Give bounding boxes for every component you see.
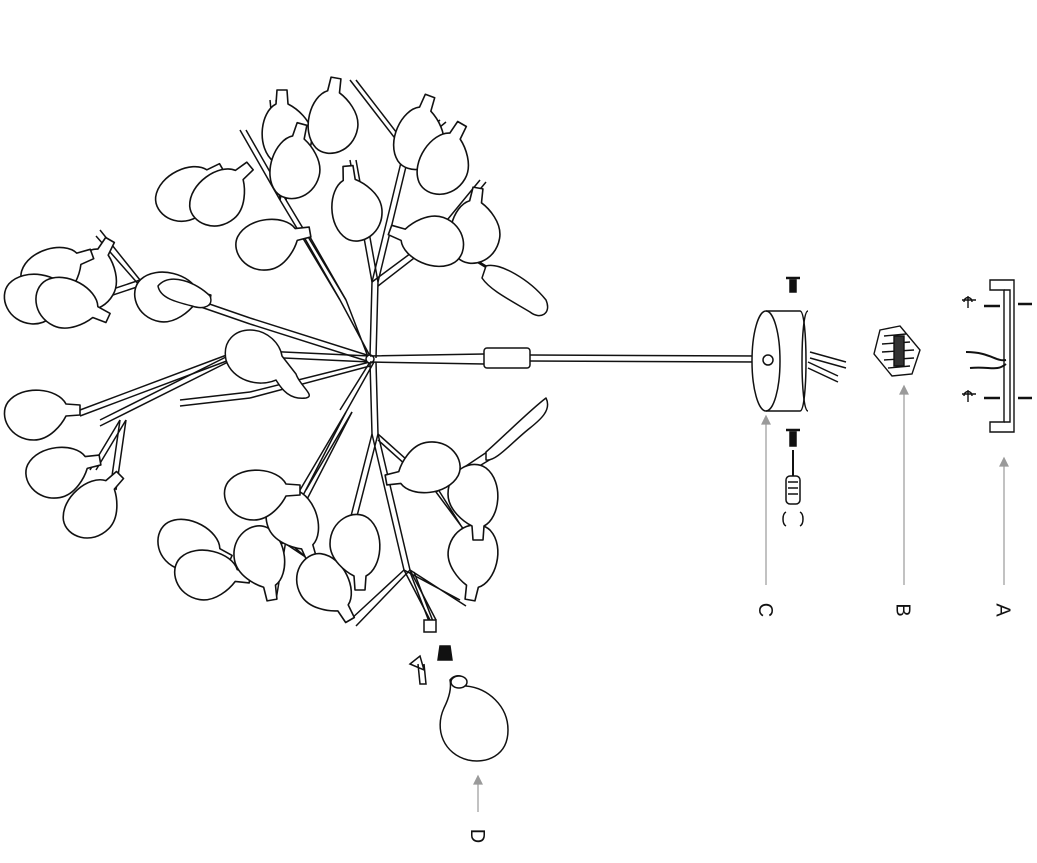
screw-bottom	[786, 428, 800, 447]
fixture-leaf-bulbs	[157, 264, 549, 461]
label-c: C	[754, 602, 777, 618]
bracket-screws-top	[962, 296, 1032, 308]
central-bulb	[224, 329, 310, 399]
bracket-screws-bottom	[962, 390, 1032, 402]
arrow-icon	[408, 654, 427, 685]
label-b: B	[891, 603, 914, 617]
screw-top	[786, 276, 800, 293]
canopy-part-c	[751, 276, 847, 527]
label-a: A	[991, 603, 1014, 617]
leader-lines	[473, 384, 1009, 812]
screwdriver-icon	[782, 450, 804, 527]
label-d: D	[466, 828, 489, 844]
terminal-block-part-b	[873, 325, 921, 377]
hub	[365, 347, 761, 369]
chandelier-fixture	[1, 73, 761, 636]
mounting-bracket-part-a	[962, 279, 1032, 433]
bulb-replacement-part-d	[408, 571, 509, 762]
